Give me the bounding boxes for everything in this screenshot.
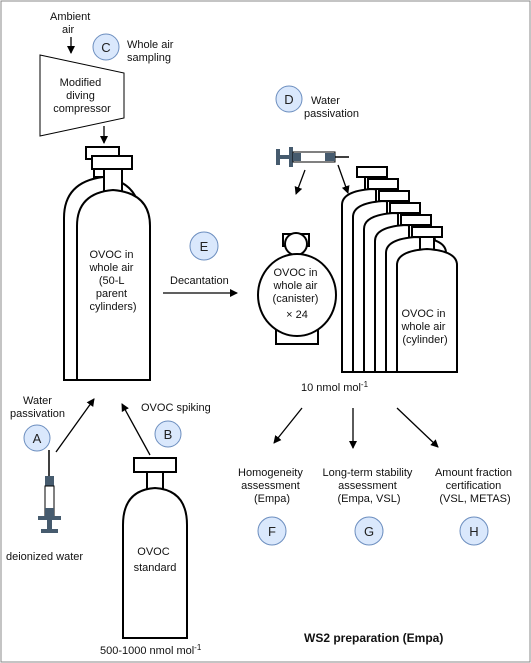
step-h-circle [459,516,489,546]
step-b-circle [154,420,182,448]
canister-label: OVOC in whole air (canister) × 24 [272,267,321,321]
step-c-circle [92,33,120,61]
step-a-letter: A [33,431,42,446]
ovoc-spiking-label: OVOC spiking [141,402,211,414]
arrow-to-amount-fraction [396,407,439,448]
syringe-to-cylinders-arrow [337,164,350,194]
arrow-to-homogeneity [273,407,303,444]
ws2-concentration: 10 nmol mol-1 [301,380,369,394]
footer-title: WS2 preparation (Empa) [304,631,443,645]
step-e-letter: E [200,239,209,254]
syringe-to-canister-arrow [294,169,306,195]
water-to-parent-arrow [55,398,95,453]
water-passivation-left-label: Water passivation [10,395,65,420]
spiking-arrow [121,403,151,456]
water-passivation-top-label: Water passivation [304,95,359,120]
step-d-letter: D [284,92,293,107]
step-c-letter: C [101,40,110,55]
cylinder-stack [341,166,458,373]
amount-fraction-label: Amount fraction certification (VSL, META… [435,467,515,505]
step-f-letter: F [268,524,276,539]
decantation-label: Decantation [170,275,229,287]
step-f-circle [257,516,287,546]
standard-label: OVOC standard [134,546,177,574]
step-g-circle [354,516,384,546]
deionized-water-label: deionized water [6,551,83,563]
canister-shape [257,232,337,345]
standard-cylinder [122,457,188,639]
step-b-letter: B [164,427,173,442]
syringe-top-icon [276,147,349,167]
step-a-circle [23,424,51,452]
longterm-label: Long-term stability assessment (Empa, VS… [323,467,416,505]
step-e-circle [189,231,219,261]
step-d-circle [275,85,303,113]
whole-air-sampling-label: Whole air sampling [127,39,177,64]
ambient-air-label: Ambient air [50,11,93,36]
syringe-left-icon [38,450,61,533]
parent-cylinders-label: OVOC in whole air (50-L parent cylinders… [88,249,136,313]
step-h-letter: H [469,524,478,539]
compressor-shape [39,54,125,137]
standard-concentration: 500-1000 nmol mol-1 [100,643,202,657]
parent-cylinder-front [76,155,151,381]
cylinder-label: OVOC in whole air (cylinder) [400,308,448,346]
homogeneity-label: Homogeneity assessment (Empa) [238,467,306,505]
compressor-label: Modified diving compressor [53,77,111,115]
step-g-letter: G [364,524,374,539]
stacked-cylinder [396,226,458,373]
